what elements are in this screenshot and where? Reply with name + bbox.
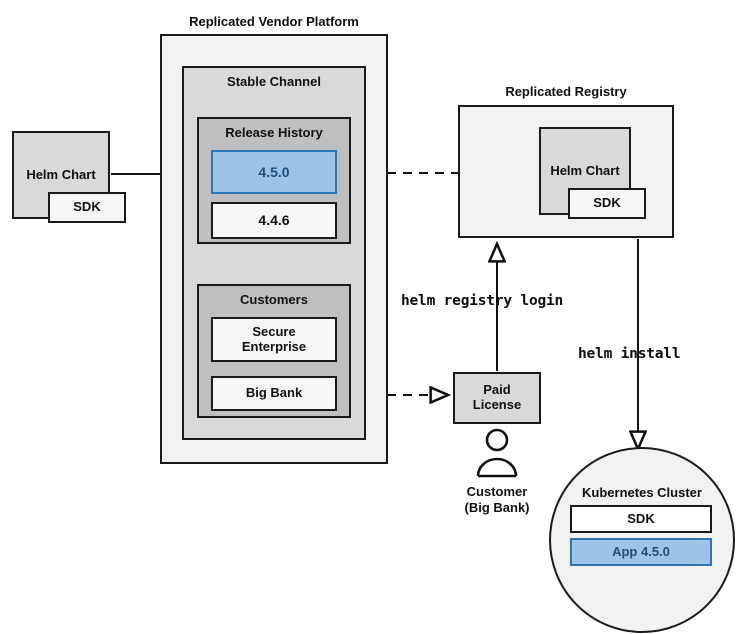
registry-helm-chart-label: Helm Chart	[550, 162, 620, 178]
customers-label: Customers	[240, 292, 308, 307]
person-icon	[476, 428, 518, 478]
stable-channel-label: Stable Channel	[227, 74, 321, 89]
release-item-4-4-6[interactable]: 4.4.6	[211, 202, 337, 239]
customer-actor-caption: Customer (Big Bank)	[427, 484, 567, 517]
paid-license-box: Paid License	[453, 372, 541, 424]
registry-title: Replicated Registry	[505, 84, 627, 99]
registry-sdk-label: SDK	[593, 195, 621, 211]
release-history-label: Release History	[225, 125, 323, 140]
source-sdk-label: SDK	[73, 199, 101, 215]
customer-item-big-bank[interactable]: Big Bank	[211, 376, 337, 411]
command-helm-install: helm install	[578, 346, 681, 362]
release-version-label: 4.4.6	[258, 212, 290, 229]
customer-name-line1: Secure	[252, 323, 296, 339]
cluster-app-label: App 4.5.0	[612, 543, 670, 559]
kubernetes-cluster-label: Kubernetes Cluster	[582, 485, 702, 500]
customer-item-secure-enterprise[interactable]: Secure Enterprise	[211, 317, 337, 362]
customer-name-line2: Enterprise	[241, 338, 307, 354]
customer-actor-line1: Customer	[466, 484, 528, 499]
release-version-label: 4.5.0	[258, 163, 290, 180]
customer-name-label: Big Bank	[245, 385, 303, 401]
platform-title: Replicated Vendor Platform	[189, 14, 359, 29]
cluster-sdk-box: SDK	[570, 505, 712, 533]
source-sdk-box: SDK	[48, 192, 126, 223]
paid-license-line2: License	[472, 397, 522, 412]
customer-actor-line2: (Big Bank)	[464, 500, 530, 516]
paid-license-line1: Paid	[483, 382, 511, 398]
cluster-sdk-label: SDK	[627, 510, 655, 526]
release-item-4-5-0[interactable]: 4.5.0	[211, 150, 337, 194]
registry-sdk-box: SDK	[568, 188, 646, 219]
source-helm-chart-label: Helm Chart	[26, 166, 96, 182]
cluster-app-box: App 4.5.0	[570, 538, 712, 566]
command-helm-registry-login: helm registry login	[401, 293, 564, 309]
